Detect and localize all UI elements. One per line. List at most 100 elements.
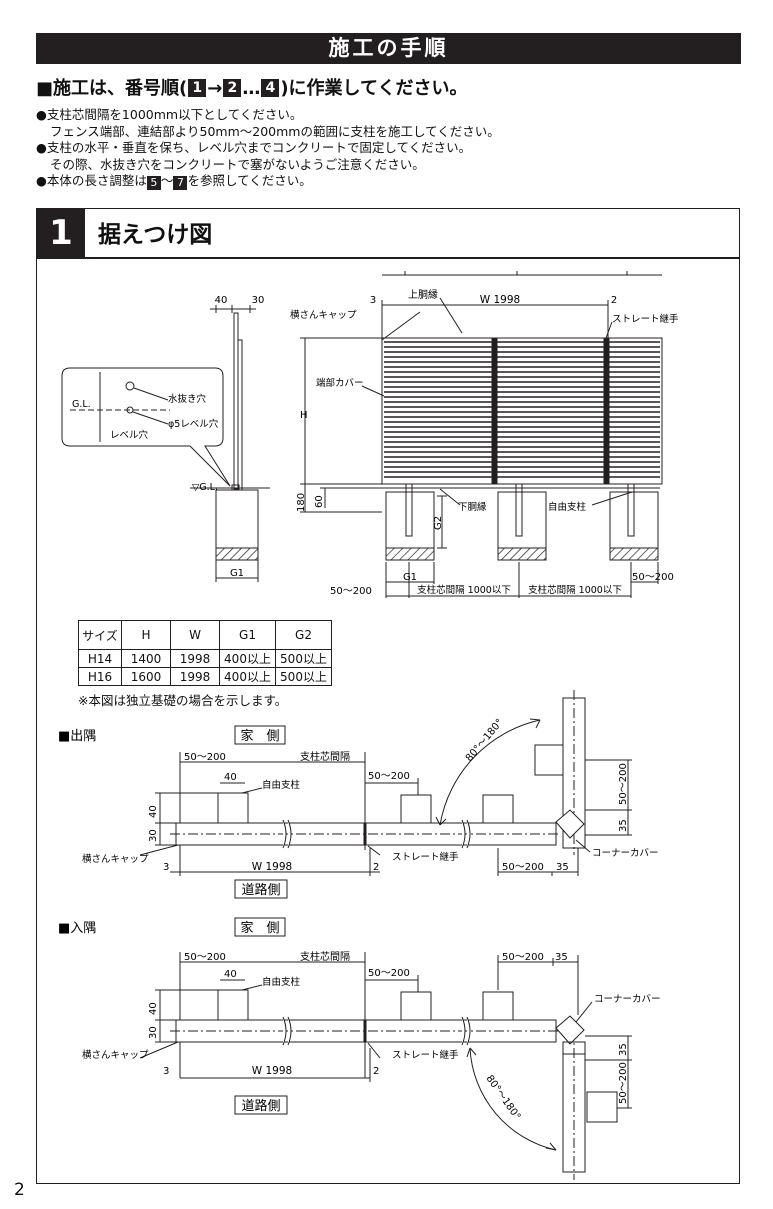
page-number: 2 (14, 1180, 25, 1200)
inner-dim-35: 35 (555, 952, 568, 963)
outer-rail-cap-label: 横さんキャップ (82, 853, 149, 865)
inner-house-side-box (234, 917, 286, 937)
outer-pitch: 支柱芯間隔 (300, 750, 350, 763)
table-cell: H16 (78, 667, 122, 686)
level-hole-label: レベル穴 (110, 429, 149, 441)
inner-range-2: 50〜200 (368, 968, 410, 979)
level-hole-spec-label: φ5レベル穴 (168, 418, 219, 430)
front-straight-joint-label: ストレート継手 (612, 313, 679, 325)
side-dim-40: 40 (215, 295, 228, 306)
size-table-header: サイズ H W G1 G2 (78, 620, 332, 650)
inner-range-v: 50〜200 (618, 1062, 629, 1104)
bullet-length-suffix: を参照してください。 (187, 173, 312, 188)
g1-col-header: G1 (219, 620, 276, 650)
table-cell: 1600 (121, 667, 171, 686)
inner-corner-plan (139, 952, 632, 1180)
inner-free-post-label: 自由支柱 (262, 976, 301, 988)
outer-corner-plan (139, 690, 632, 876)
inner-dim-40v: 40 (148, 1002, 159, 1015)
side-gl-label: G.L. (72, 399, 91, 410)
front-dim-2: 2 (611, 295, 617, 306)
step-1-badge: 1 (188, 79, 207, 97)
front-pitch-1: 支柱芯間隔 1000以下 (417, 584, 511, 596)
table-cell: H14 (78, 649, 122, 668)
table-cell: 400以上 (219, 649, 276, 668)
outer-road-side-box (234, 879, 288, 899)
outer-road-side: 道路側 (241, 882, 280, 898)
front-dim-180: 180 (296, 493, 307, 512)
front-range-left: 50〜200 (330, 586, 372, 597)
inner-house-side: 家 側 (240, 920, 279, 936)
bullet-post-spacing: ●支柱芯間隔を1000mm以下としてください。 (36, 107, 303, 122)
outer-dim-35: 35 (556, 862, 569, 873)
inner-dim-35v: 35 (618, 1043, 629, 1056)
front-g2-label: G2 (433, 516, 444, 530)
size-table: サイズ H W G1 G2 H14 1400 1998 400以上 500以上 … (78, 620, 332, 686)
inner-width: W 1998 (252, 1065, 292, 1077)
inner-range-3: 50〜200 (502, 952, 544, 963)
inner-range-1: 50〜200 (184, 952, 226, 963)
outer-dim-2: 2 (373, 862, 379, 873)
section-title: 据えつけ図 (98, 222, 213, 248)
front-width: W 1998 (480, 294, 520, 306)
bullet-length-prefix: ●本体の長さ調整は (36, 173, 147, 188)
foundations (385, 483, 659, 561)
g2-col-header: G2 (275, 620, 332, 650)
outer-house-side: 家 側 (240, 728, 279, 744)
front-pitch-2: 支柱芯間隔 1000以下 (528, 584, 622, 596)
inner-road-side-box (234, 1095, 288, 1115)
inner-angle: 80°〜180° (484, 1073, 523, 1122)
outer-width: W 1998 (252, 861, 292, 873)
table-cell: 1998 (170, 667, 220, 686)
outer-dim-40v: 40 (148, 805, 159, 818)
outer-range-3: 50〜200 (502, 862, 544, 873)
outer-corner-cover-label: コーナーカバー (592, 848, 659, 859)
end-cover-label: 端部カバー (316, 377, 364, 389)
outer-house-side-box (234, 725, 286, 745)
drain-hole-label: 水抜き穴 (168, 393, 207, 405)
outer-corner-label: ■出隅 (58, 729, 96, 744)
front-dim-3: 3 (370, 295, 376, 306)
headline-prefix: ■施工は、番号順( (36, 78, 188, 99)
outer-dim-35v: 35 (618, 819, 629, 832)
page-title: 施工の手順 (36, 33, 741, 64)
table-row: H14 1400 1998 400以上 500以上 (78, 649, 332, 668)
inner-straight-joint-label: ストレート継手 (392, 1049, 459, 1061)
inner-dim-2: 2 (373, 1066, 379, 1077)
section-number: 1 (37, 209, 85, 257)
bottom-rail-label: 下胴縁 (458, 501, 487, 513)
outer-range-v: 50〜200 (618, 763, 629, 805)
outer-free-post-label: 自由支柱 (262, 779, 301, 791)
section-frame (36, 208, 740, 1184)
fence-louvers (384, 341, 660, 478)
inner-corner-label: ■入隅 (58, 921, 96, 936)
bullet-post-spacing-detail: フェンス端部、連結部より50mm〜200mmの範囲に支柱を施工してください。 (50, 123, 500, 139)
w-col-header: W (170, 620, 220, 650)
inner-dim-3: 3 (163, 1066, 169, 1077)
top-rail-label: 上胴縁 (408, 288, 438, 301)
table-cell: 500以上 (275, 667, 332, 686)
section-divider (37, 257, 739, 259)
inner-corner-cover-label: コーナーカバー (594, 994, 661, 1005)
outer-range-1: 50〜200 (184, 752, 226, 763)
side-g1-label: G1 (230, 568, 244, 579)
instruction-bullets: ●支柱芯間隔を1000mm以下としてください。 フェンス端部、連結部より50mm… (36, 107, 500, 190)
front-g1-label: G1 (403, 572, 417, 583)
outer-dim-40: 40 (224, 772, 237, 783)
table-cell: 500以上 (275, 649, 332, 668)
table-row: H16 1600 1998 400以上 500以上 (78, 667, 332, 686)
side-view (61, 305, 270, 582)
bullet-length-mid: 〜 (160, 173, 174, 188)
inner-dim-30v: 30 (148, 1026, 159, 1039)
step-2-badge: 2 (223, 79, 242, 97)
inner-rail-cap-label: 横さんキャップ (82, 1049, 149, 1061)
side-dim-30: 30 (252, 295, 265, 306)
step-5-badge: 5 (146, 176, 161, 190)
headline-dots: … (242, 78, 261, 99)
inner-pitch: 支柱芯間隔 (300, 950, 350, 963)
outer-dim-30v: 30 (148, 829, 159, 842)
front-range-right: 50〜200 (632, 572, 674, 583)
front-rail-cap-label: 横さんキャップ (290, 309, 357, 321)
